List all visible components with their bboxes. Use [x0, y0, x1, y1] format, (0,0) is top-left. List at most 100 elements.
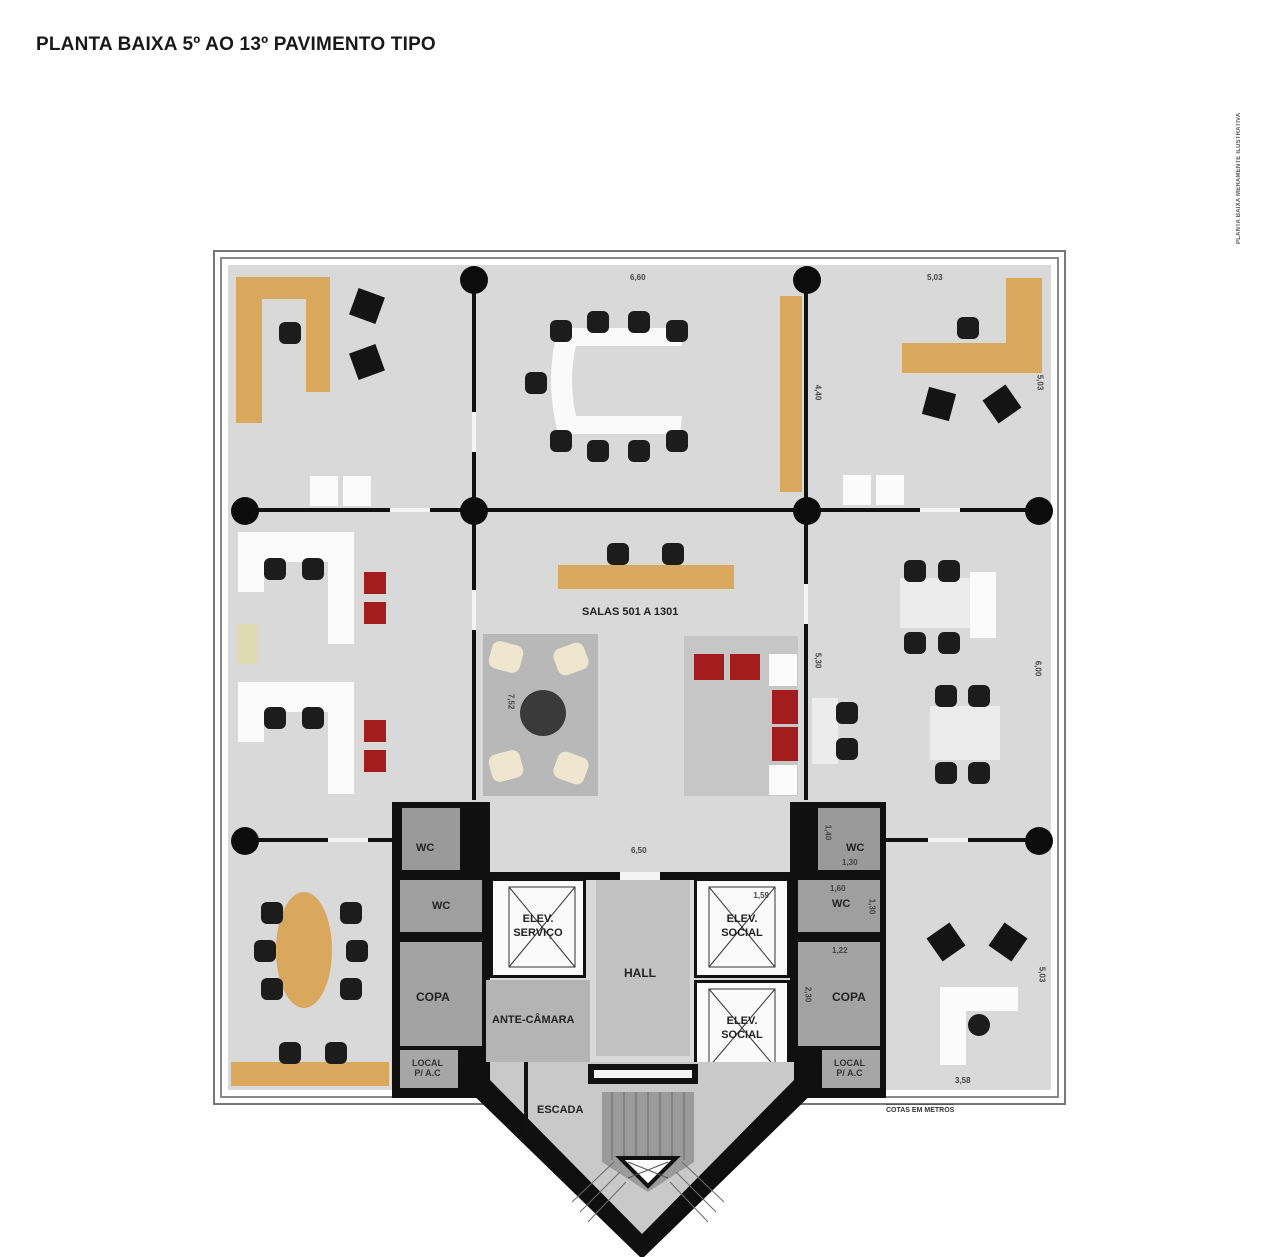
door-office-top-right[interactable] — [920, 508, 960, 512]
dimensions-unit-note: COTAS EM METROS — [886, 1104, 955, 1114]
room-label: LOCAL P/ A.C — [412, 1058, 443, 1078]
pillar — [460, 266, 488, 294]
workstation-side — [328, 682, 354, 794]
room-wc-right-2: 1,60 WC 1,30 — [798, 880, 880, 932]
pillar — [1025, 827, 1053, 855]
meeting-chair — [261, 978, 283, 1000]
office-chair — [904, 560, 926, 582]
office-chair — [836, 738, 858, 760]
room-local-ac-left: LOCAL P/ A.C — [400, 1050, 458, 1088]
wall-h-lower-left — [243, 838, 393, 842]
red-chair — [364, 720, 386, 742]
wall-h-upper — [243, 508, 1040, 512]
conference-chair — [666, 320, 688, 342]
meeting-chair — [346, 940, 368, 962]
red-sofa-seat — [772, 690, 798, 724]
room-local-ac-right: LOCAL P/ A.C — [822, 1050, 880, 1088]
door-meeting-left[interactable] — [472, 412, 476, 452]
room-wc-left-1: WC — [402, 808, 460, 870]
dimension-label: 4,40 — [813, 384, 823, 401]
dimension-label: 6,60 — [630, 273, 646, 282]
elevator-label: ELEV. — [726, 1015, 758, 1027]
wall-v-right-mid — [804, 510, 808, 800]
room-label-escada: ESCADA — [537, 1104, 584, 1116]
elevator-social-1[interactable]: 1,59 ELEV. SOCIAL — [694, 878, 790, 978]
office-chair — [968, 762, 990, 784]
room-ante-camara: ANTE-CÂMARA — [486, 980, 590, 1062]
elevator-cab-icon — [508, 886, 576, 968]
suites-label: SALAS 501 A 1301 — [582, 606, 679, 618]
meeting-chair — [340, 902, 362, 924]
room-label: HALL — [624, 966, 656, 980]
dimension-label: 1,59 — [753, 891, 769, 900]
desk-side — [236, 277, 262, 423]
meeting-chair — [254, 940, 276, 962]
wall-v-right-top — [804, 280, 808, 510]
oval-meeting-table — [276, 892, 332, 1008]
elevator-label: SOCIAL — [721, 927, 763, 939]
dimension-label: 5,03 — [1037, 966, 1047, 983]
elevator-label: SERVIÇO — [513, 927, 563, 939]
dimension-label: 5,30 — [813, 652, 823, 669]
office-chair — [264, 558, 286, 580]
dimension-label: 3,58 — [955, 1076, 971, 1085]
room-label: LOCAL P/ A.C — [834, 1058, 865, 1078]
room-wc-right-1: WC 1,40 1,30 — [818, 808, 880, 870]
red-chair — [364, 572, 386, 594]
door-meeting-bottom-left[interactable] — [328, 838, 368, 842]
room-label: COPA — [832, 990, 866, 1004]
dimension-label: 5,03 — [927, 273, 943, 282]
dimension-label: 6,00 — [1033, 660, 1043, 677]
room-hall: HALL — [596, 880, 690, 1056]
conference-chair — [587, 440, 609, 462]
page-title: PLANTA BAIXA 5º AO 13º PAVIMENTO TIPO — [36, 34, 436, 55]
room-label: WC — [846, 842, 865, 854]
cabinet — [843, 475, 871, 505]
red-sofa-seat — [694, 654, 724, 680]
wall-v-left-top — [472, 280, 476, 510]
elevator-label: ELEV. — [726, 913, 758, 925]
office-chair — [935, 762, 957, 784]
bench-return — [970, 572, 996, 638]
pillar — [231, 497, 259, 525]
sofa-end — [769, 654, 797, 686]
pillar — [793, 497, 821, 525]
conference-chair — [587, 311, 609, 333]
conference-chair — [628, 440, 650, 462]
elevator-label: ELEV. — [522, 913, 554, 925]
conference-chair — [550, 430, 572, 452]
pillar — [231, 827, 259, 855]
door-office-top-left[interactable] — [390, 508, 430, 512]
office-chair — [938, 632, 960, 654]
meeting-chair — [340, 978, 362, 1000]
door-office-mid-right[interactable] — [804, 584, 808, 624]
office-chair — [968, 685, 990, 707]
reception-counter — [558, 565, 734, 589]
room-wc-left-2: WC — [400, 880, 482, 932]
hall-entrance-door[interactable] — [620, 872, 660, 880]
office-chair — [302, 707, 324, 729]
elevator-social-2[interactable]: ELEV. SOCIAL — [694, 980, 790, 1078]
door-office-mid-left[interactable] — [472, 590, 476, 630]
red-sofa-seat — [730, 654, 760, 680]
office-chair — [968, 1014, 990, 1036]
dimension-label: 1,30 — [842, 858, 858, 867]
dimension-label: 1,60 — [830, 884, 846, 893]
dimension-label: 2,30 — [803, 986, 813, 1003]
desk-return — [1006, 278, 1042, 373]
side-table — [238, 624, 258, 664]
bench-desk — [930, 706, 1000, 760]
stair-tower — [462, 1062, 822, 1257]
door-office-bottom-right[interactable] — [928, 838, 968, 842]
dimension-label: 1,40 — [823, 824, 833, 841]
office-chair — [325, 1042, 347, 1064]
credenza — [780, 296, 802, 492]
red-chair — [364, 750, 386, 772]
conference-chair — [666, 430, 688, 452]
meeting-chair — [261, 902, 283, 924]
elevator-service[interactable]: ELEV. SERVIÇO — [490, 878, 586, 978]
red-sofa-seat — [772, 727, 798, 761]
office-chair — [279, 322, 301, 344]
desk-return — [306, 277, 330, 392]
pillar — [793, 266, 821, 294]
